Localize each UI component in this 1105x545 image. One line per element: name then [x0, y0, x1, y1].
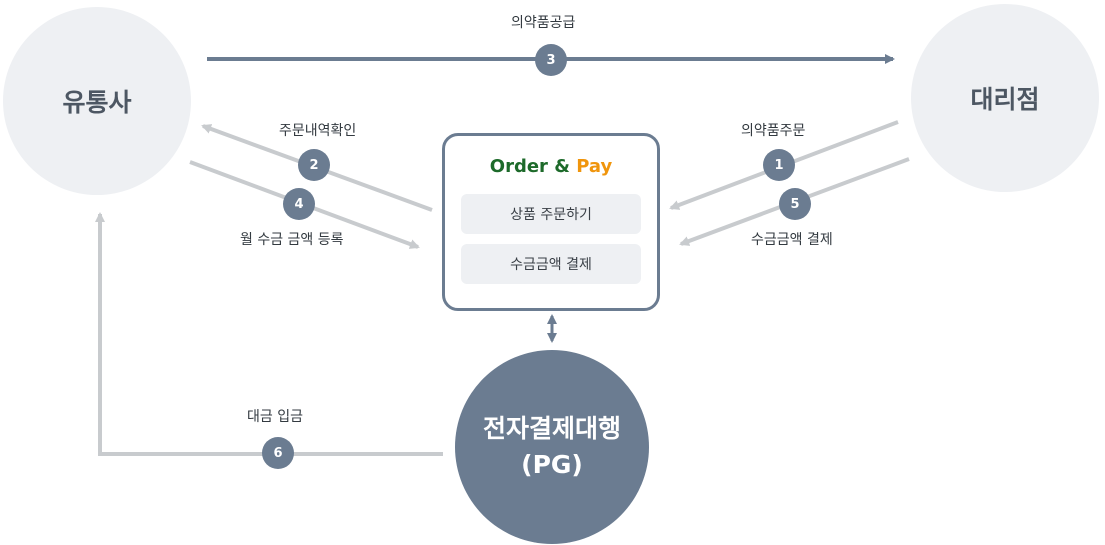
step-badge-3: 3: [535, 44, 567, 76]
step-badge-2: 2: [298, 149, 330, 181]
flow-label-order-confirm: 주문내역확인: [279, 123, 357, 139]
logo-pay-text: Pay: [576, 156, 613, 177]
step-badge-1: 1: [763, 149, 795, 181]
flow-label-amount-register: 월 수금 금액 등록: [240, 232, 344, 248]
flow-label-deposit: 대금 입금: [247, 409, 303, 425]
distributor-node: 유통사: [3, 7, 191, 195]
flow-label-supply: 의약품공급: [511, 15, 576, 31]
agency-node: 대리점: [911, 4, 1099, 192]
pg-sublabel: (PG): [521, 450, 583, 479]
arrow-deposit: [95, 212, 443, 456]
logo-order-text: Order: [489, 156, 548, 177]
step-badge-4: 4: [283, 188, 315, 220]
step-badge-6: 6: [262, 437, 294, 469]
order-pay-platform: Order & Pay 상품 주문하기 수금금액 결제: [442, 133, 660, 311]
flow-label-payment: 수금금액 결제: [751, 232, 833, 248]
pay-collection-button[interactable]: 수금금액 결제: [461, 244, 641, 284]
pg-node: 전자결제대행 (PG): [455, 350, 649, 544]
flow-label-order: 의약품주문: [741, 123, 806, 139]
order-pay-logo: Order & Pay: [445, 156, 657, 177]
pg-label: 전자결제대행: [482, 414, 621, 443]
order-product-button[interactable]: 상품 주문하기: [461, 194, 641, 234]
agency-label: 대리점: [970, 85, 1040, 114]
logo-amp-text: &: [554, 156, 570, 177]
step-badge-5: 5: [779, 188, 811, 220]
distributor-label: 유통사: [62, 88, 132, 117]
